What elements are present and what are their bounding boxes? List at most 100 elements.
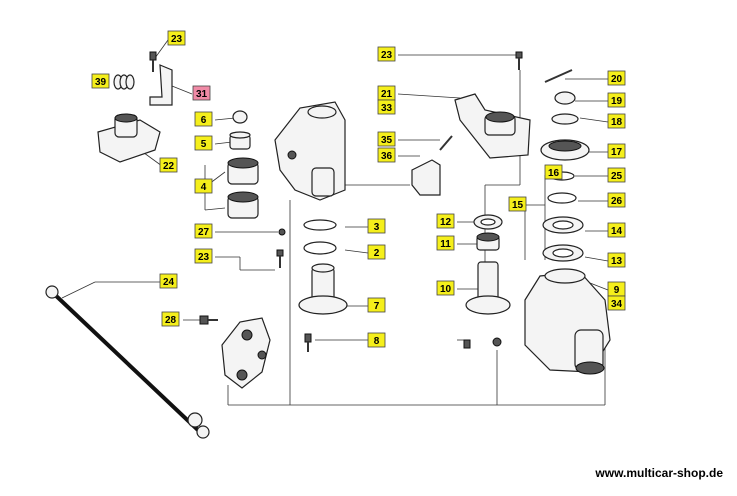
bearing-part-4 (227, 157, 259, 219)
callout-number: 34 (611, 299, 623, 310)
clip-part-36 (411, 159, 441, 196)
callout-label-31: 31 (192, 85, 211, 101)
screw-part-8 (304, 333, 312, 352)
callout-box (367, 297, 386, 313)
callout-label-11: 11 (436, 235, 455, 251)
callout-label-10: 10 (436, 280, 455, 296)
seal-part-14 (542, 216, 584, 234)
bearing-part-17 (540, 139, 590, 161)
callout-box (436, 280, 455, 296)
callout-number: 26 (611, 196, 623, 207)
callout-label-23: 23 (377, 46, 396, 62)
callout-number: 4 (201, 182, 207, 193)
callout-box (607, 192, 626, 208)
ring-part-5 (229, 131, 251, 150)
callout-box (159, 273, 178, 289)
steering-arm (221, 317, 271, 389)
kingpin-part-7 (298, 263, 348, 315)
callout-label-9: 9 (607, 281, 626, 297)
callout-number: 7 (374, 301, 380, 312)
nut-part-19 (554, 91, 576, 105)
spring-part-39 (113, 74, 135, 90)
callout-number: 23 (171, 34, 183, 45)
callout-box (367, 332, 386, 348)
spindle-part-10 (463, 261, 511, 349)
bolt-part-23 (149, 51, 157, 72)
callout-box (377, 147, 396, 163)
callout-label-24: 24 (159, 273, 178, 289)
callout-label-13: 13 (607, 252, 626, 268)
callout-label-2: 2 (367, 244, 386, 260)
callout-number: 19 (611, 96, 623, 107)
callout-label-34: 34 (607, 295, 626, 311)
callout-label-12: 12 (436, 213, 455, 229)
callout-box (167, 30, 186, 46)
bracket-part-31 (149, 64, 173, 106)
screw-part-35 (439, 135, 453, 151)
bracket-part-21 (454, 93, 531, 159)
callout-box (607, 222, 626, 238)
callout-label-39: 39 (91, 73, 110, 89)
callout-number: 23 (198, 252, 210, 263)
callout-box (607, 113, 626, 129)
callout-label-28: 28 (161, 311, 180, 327)
callout-number: 15 (512, 200, 524, 211)
callout-number: 23 (381, 50, 393, 61)
callout-number: 9 (614, 285, 620, 296)
ring-part-3 (303, 219, 337, 231)
callout-box (377, 99, 396, 115)
callout-label-26: 26 (607, 192, 626, 208)
callout-label-20: 20 (607, 70, 626, 86)
callout-number: 10 (440, 284, 452, 295)
callout-box (607, 70, 626, 86)
callout-box (194, 248, 213, 264)
callout-box (194, 111, 213, 127)
callout-box (607, 92, 626, 108)
callout-number: 5 (201, 139, 207, 150)
callout-number: 8 (374, 336, 380, 347)
callout-label-21: 21 (377, 85, 396, 101)
callout-box (607, 143, 626, 159)
callout-number: 35 (381, 135, 393, 146)
callout-number: 20 (611, 74, 623, 85)
callout-number: 16 (548, 168, 560, 179)
ring-part-26 (547, 192, 577, 204)
bolt-part-23-right (515, 51, 523, 70)
callout-label-8: 8 (367, 332, 386, 348)
callout-label-7: 7 (367, 297, 386, 313)
callout-label-23: 23 (194, 248, 213, 264)
callout-box (161, 311, 180, 327)
tie-rod-part-24 (45, 285, 210, 439)
cap-part-6 (232, 110, 248, 124)
callout-number: 18 (611, 117, 623, 128)
callout-box (377, 131, 396, 147)
callout-number: 13 (611, 256, 623, 267)
callout-box (436, 213, 455, 229)
callout-label-27: 27 (194, 223, 213, 239)
callout-box (367, 244, 386, 260)
callout-box (508, 196, 527, 212)
website-url: www.multicar-shop.de (595, 466, 723, 480)
callout-box (377, 46, 396, 62)
ring-part-11 (476, 232, 500, 251)
callout-number: 31 (196, 89, 208, 100)
callout-box (159, 157, 178, 173)
callout-box (91, 73, 110, 89)
callout-label-3: 3 (367, 218, 386, 234)
screw-part-27 (276, 228, 286, 268)
callout-label-25: 25 (607, 167, 626, 183)
callout-number: 36 (381, 151, 393, 162)
callout-number: 14 (611, 226, 623, 237)
callout-box (192, 85, 211, 101)
callout-number: 39 (95, 77, 107, 88)
callout-box (607, 167, 626, 183)
callout-box (194, 178, 213, 194)
callout-number: 33 (381, 103, 393, 114)
callout-number: 17 (611, 147, 623, 158)
callout-number: 12 (440, 217, 452, 228)
callout-number: 27 (198, 227, 210, 238)
callout-labels: 2339312265427232428327823213335361211101… (91, 30, 626, 348)
callout-number: 24 (163, 277, 175, 288)
ring-part-2 (303, 241, 337, 255)
